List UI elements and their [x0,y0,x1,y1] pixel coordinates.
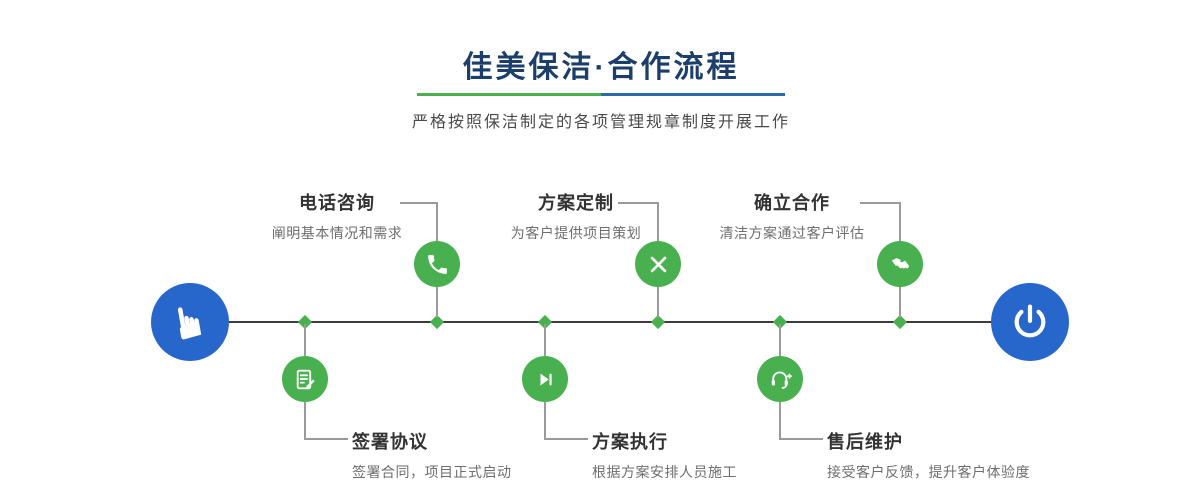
connector-line [779,402,781,440]
connector-line [400,202,438,204]
connector-line [899,202,901,242]
step-title: 签署协议 [352,432,428,452]
step-desc: 根据方案安排人员施工 [592,464,737,480]
step-after-sale: 售后维护 接受客户反馈，提升客户体验度 [827,428,1087,482]
connector-line [860,202,901,204]
step-node-after-sale [757,356,803,402]
customer-service-icon [771,370,792,389]
step-node-confirm-coop [877,241,923,287]
timeline-line [190,321,1030,323]
connector-line [618,202,659,204]
timeline-start-circle: ☛ [151,283,229,361]
connector-line [899,287,901,318]
step-plan-custom: 方案定制 为客户提供项目策划 [476,189,676,243]
step-plan-execute: 方案执行 根据方案安排人员施工 [592,428,852,482]
step-node-plan-custom [635,241,681,287]
connector-line [436,202,438,242]
step-desc: 接受客户反馈，提升客户体验度 [827,464,1030,480]
connector-line [779,324,781,356]
handshake-icon [891,257,909,269]
step-title: 确立合作 [754,193,830,213]
step-title: 方案定制 [538,193,614,213]
page-title: 佳美保洁·合作流程 [462,51,740,84]
step-title: 方案执行 [592,432,668,452]
page-subtitle: 严格按照保洁制定的各项管理规章制度开展工作 [411,114,790,131]
title-divider [417,93,785,96]
connector-line [305,438,348,440]
connector-line [657,202,659,242]
phone-icon [427,254,447,274]
contract-sign-icon [296,369,315,389]
timeline-end-circle [991,283,1069,361]
connector-line [657,287,659,318]
divider-blue-segment [601,93,785,96]
play-icon [540,373,552,385]
divider-green-segment [417,93,601,96]
connector-line [304,402,306,440]
step-desc: 清洁方案通过客户评估 [719,225,865,241]
step-title: 电话咨询 [299,193,375,213]
step-node-sign-agreement [282,356,328,402]
pointing-hand-icon: ☛ [161,298,218,346]
step-confirm-coop: 确立合作 清洁方案通过客户评估 [692,189,892,243]
step-node-plan-execute [522,356,568,402]
connector-line [436,287,438,318]
connector-line [780,438,823,440]
step-tel-consult: 电话咨询 阐明基本情况和需求 [237,189,437,243]
step-title: 售后维护 [827,432,903,452]
connector-line [545,438,588,440]
step-desc: 签署合同，项目正式启动 [352,464,512,480]
step-desc: 阐明基本情况和需求 [271,225,403,241]
connector-line [544,402,546,440]
power-icon [1014,304,1046,338]
step-sign-agreement: 签署协议 签署合同，项目正式启动 [352,428,612,482]
step-node-tel-consult [414,241,460,287]
design-tools-icon [650,256,666,272]
connector-line [544,324,546,356]
step-desc: 为客户提供项目策划 [510,225,642,241]
connector-line [304,324,306,356]
